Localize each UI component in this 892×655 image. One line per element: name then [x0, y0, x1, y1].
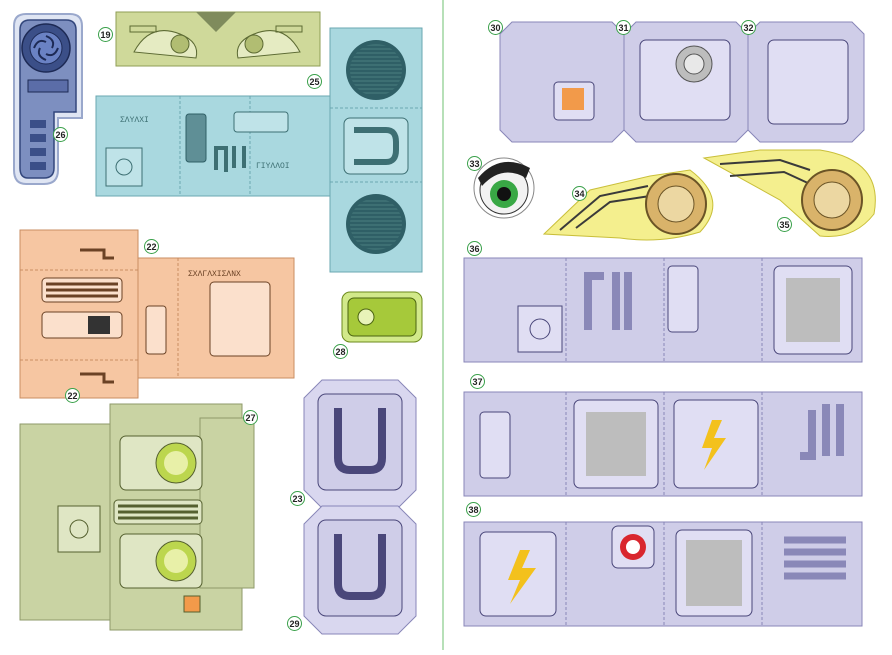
part-37-strip: [463, 391, 863, 497]
part-number-36: 36: [467, 241, 482, 256]
part-19-strip: [115, 11, 321, 67]
part-38-strip: [463, 521, 863, 627]
svg-text:ΣΧΛΓΛΧΙΣΛΝΧ: ΣΧΛΓΛΧΙΣΛΝΧ: [188, 270, 241, 279]
part-33-eye: [473, 157, 535, 219]
part-number-29: 29: [287, 616, 302, 631]
part-35-wing: [702, 149, 876, 238]
parts-30-31-32-strip: [499, 21, 865, 143]
part-34-wing: [542, 169, 714, 241]
part-number-19: 19: [98, 27, 113, 42]
part-number-34: 34: [572, 186, 587, 201]
part-number-30: 30: [488, 20, 503, 35]
part-28-lime-plate: [341, 291, 423, 343]
part-number-22: 22: [144, 239, 159, 254]
part-number-38: 38: [466, 502, 481, 517]
svg-text:ΣΛΥΛΧΙ: ΣΛΥΛΧΙ: [120, 116, 149, 125]
svg-text:ΓΙΥΛΛΟΙ: ΓΙΥΛΛΟΙ: [256, 162, 290, 171]
part-number-26: 26: [53, 127, 68, 142]
part-number-28: 28: [333, 344, 348, 359]
part-number-32: 32: [741, 20, 756, 35]
part-number-31: 31: [616, 20, 631, 35]
part-number-27: 27: [243, 410, 258, 425]
part-number-35: 35: [777, 217, 792, 232]
part-25-blue-box: ΣΛΥΛΧΙ ΓΙΥΛΛΟΙ: [95, 27, 423, 273]
part-number-22b: 22: [65, 388, 80, 403]
part-29-plate: [303, 505, 417, 635]
part-number-23: 23: [290, 491, 305, 506]
part-27-green-box: [19, 403, 255, 631]
part-26-handle: [13, 13, 83, 185]
part-23-plate: [303, 379, 417, 509]
part-36-strip: [463, 257, 863, 363]
part-number-37: 37: [470, 374, 485, 389]
part-number-33: 33: [467, 156, 482, 171]
part-number-25: 25: [307, 74, 322, 89]
part-22-orange-box: ΣΧΛΓΛΧΙΣΛΝΧ: [19, 229, 295, 399]
